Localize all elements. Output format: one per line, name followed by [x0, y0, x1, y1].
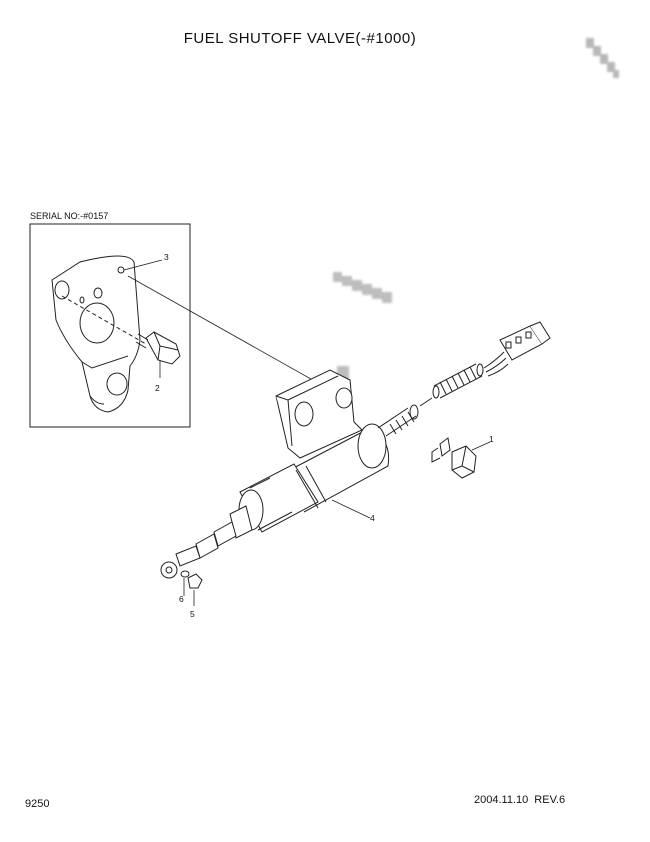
inset-frame	[29, 223, 191, 428]
callout-5: 5	[190, 609, 195, 619]
nut-part-5	[187, 573, 203, 589]
callout-3: 3	[164, 252, 169, 262]
callout-4: 4	[370, 513, 375, 523]
mounting-plate	[51, 255, 141, 413]
plunger-coil	[432, 363, 484, 399]
serial-number-label: SERIAL NO:-#0157	[30, 211, 109, 221]
bolt-part-2	[61, 295, 181, 365]
solenoid-bracket	[275, 369, 363, 459]
page-title: FUEL SHUTOFF VALVE(-#1000)	[183, 30, 417, 47]
page-number: 9250	[25, 798, 50, 810]
inset-leaders	[123, 259, 163, 378]
reference-line	[127, 275, 335, 393]
callout-2: 2	[155, 383, 160, 393]
solenoid-valve-part-4	[160, 423, 390, 579]
watermark-top-right	[586, 38, 619, 78]
date-revision: 2004.11.10 REV.6	[474, 794, 566, 806]
callout-leaders	[183, 441, 491, 606]
callout-1: 1	[489, 434, 494, 444]
bolt-part-1	[431, 437, 477, 479]
callout-6: 6	[179, 594, 184, 604]
washer-part-6	[180, 570, 190, 578]
connector-plug	[483, 321, 551, 377]
plunger-spring	[377, 397, 433, 437]
